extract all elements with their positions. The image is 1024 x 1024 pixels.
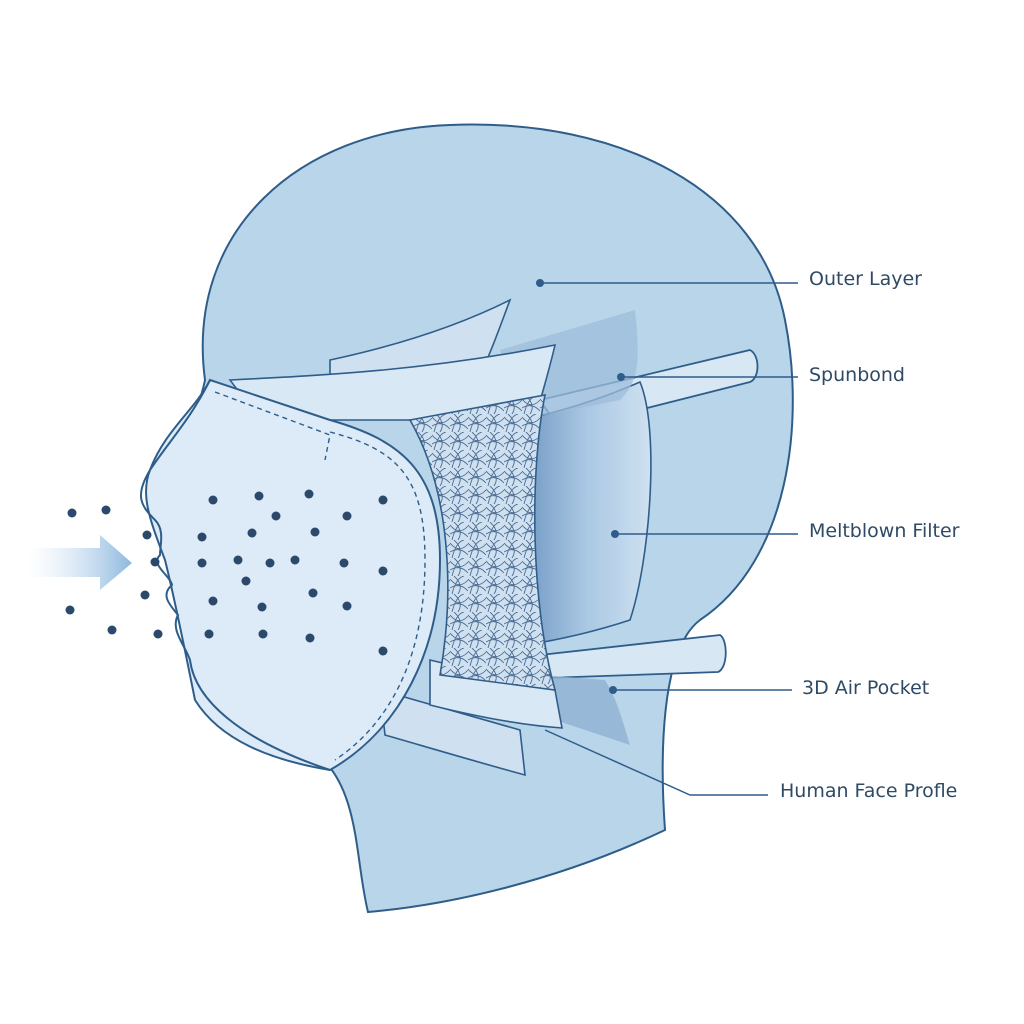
outer-mask-layer: [144, 378, 442, 772]
label-outer-layer: Outer Layer: [809, 268, 922, 290]
mask-stitch-top: [214, 391, 331, 461]
label-meltblown-filter: Meltblown Filter: [809, 520, 960, 542]
label-air-pocket: 3D Air Pocket: [802, 677, 930, 699]
lower-ear-loop-band: [538, 634, 727, 679]
mask-stitch-edge: [329, 431, 426, 761]
leader-dots: [536, 279, 625, 694]
label-spunbond: Spunbond: [809, 364, 905, 386]
leader-lines: [540, 282, 798, 796]
meltblown-mesh-texture: [410, 395, 555, 690]
airflow-arrow-icon: [28, 535, 132, 590]
face-profile-outline: [140, 379, 331, 771]
particles: [65, 489, 388, 656]
air-pocket-lower: [540, 675, 630, 745]
label-face-profile: Human Face Profle: [780, 780, 958, 802]
spunbond-layer-bottom: [379, 688, 526, 777]
